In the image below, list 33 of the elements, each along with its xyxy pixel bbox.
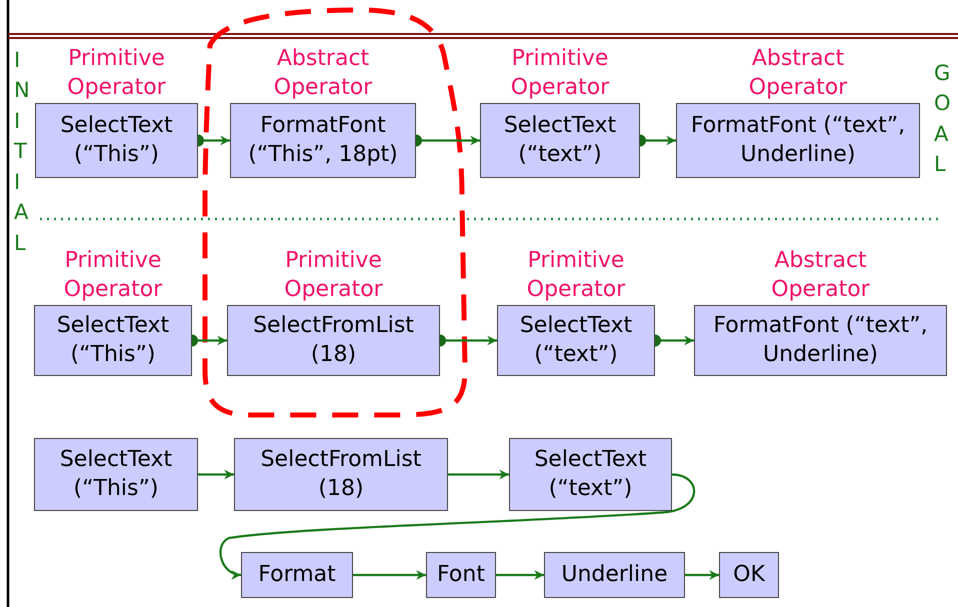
arrow	[219, 473, 695, 580]
operator-label: OK	[733, 560, 765, 589]
operator-box	[509, 438, 672, 511]
vertical-label: GOAL	[934, 60, 955, 178]
operator-label: SelectText (“This”)	[56, 312, 170, 368]
operator-label: Font	[437, 560, 485, 589]
operator-box	[234, 438, 448, 511]
operator-type-label: Primitive Operator	[510, 44, 610, 102]
operator-label: SelectFromList (18)	[260, 446, 422, 502]
operator-label: Format	[258, 560, 336, 589]
operator-type-label: Primitive Operator	[526, 246, 626, 304]
operator-label: SelectText (“text”)	[533, 446, 648, 502]
operator-label: FormatFont (“text”, Underline)	[690, 112, 906, 168]
operator-type-label: Abstract Operator	[770, 246, 871, 304]
operator-type-label: Primitive Operator	[66, 44, 167, 102]
operator-type-label: Abstract Operator	[272, 44, 374, 102]
operator-type-label: Primitive Operator	[62, 246, 164, 304]
operator-label: SelectText (“This”)	[58, 446, 174, 502]
operator-label: SelectText (“text”)	[518, 312, 634, 368]
operator-box	[34, 438, 198, 511]
vertical-label: INITIAL	[14, 47, 35, 257]
operator-label: SelectText (“This”)	[59, 112, 174, 168]
operator-type-label: Primitive Operator	[283, 246, 384, 304]
operator-label: SelectText (“text”)	[502, 112, 618, 168]
operator-label: Underline	[561, 560, 668, 589]
operator-label: FormatFont (“This”, 18pt)	[247, 112, 399, 168]
operator-box	[241, 552, 353, 598]
operator-label: SelectFromList (18)	[252, 312, 415, 368]
operator-box	[426, 552, 496, 598]
operator-box	[544, 552, 685, 598]
operator-label: FormatFont (“text”, Underline)	[712, 312, 929, 368]
operator-box	[719, 552, 779, 598]
operator-type-label: Abstract Operator	[748, 44, 848, 102]
